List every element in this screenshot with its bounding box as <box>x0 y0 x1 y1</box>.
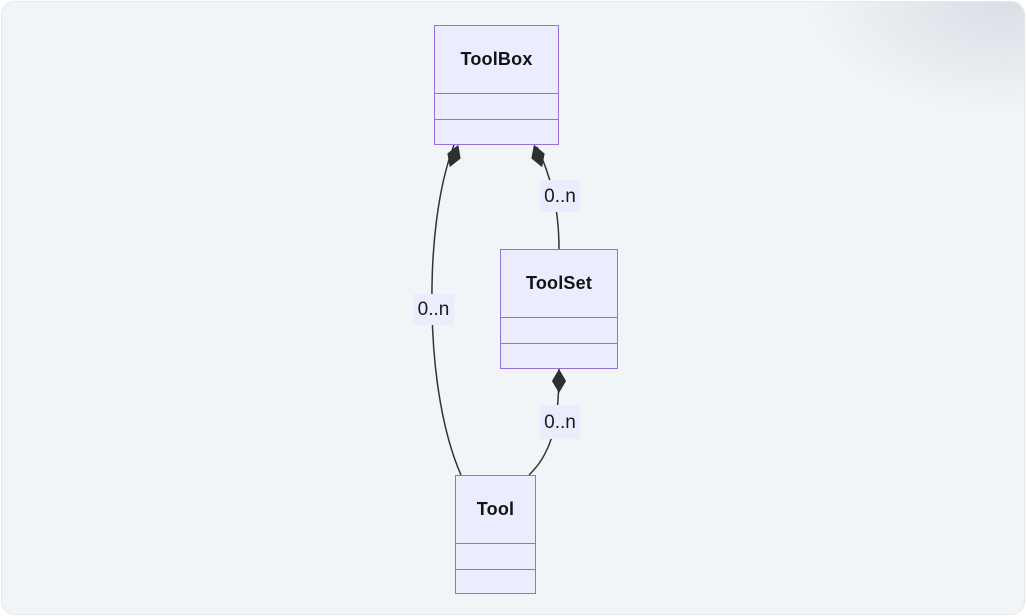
class-title: Tool <box>476 499 515 519</box>
class-node-tool: Tool <box>455 475 536 594</box>
multiplicity-label-toolset-tool: 0..n <box>540 405 580 439</box>
class-title: ToolBox <box>460 49 533 69</box>
multiplicity-label-toolbox-toolset: 0..n <box>540 180 580 212</box>
methods-compartment <box>501 343 617 368</box>
composition-diamond-toolbox-toolset <box>531 144 545 168</box>
class-node-toolbox: ToolBox <box>434 25 559 145</box>
composition-diamond-toolbox-tool <box>447 144 461 168</box>
composition-diamond-toolset-tool <box>551 369 567 393</box>
class-node-toolset: ToolSet <box>500 249 618 369</box>
multiplicity-label-toolbox-tool: 0..n <box>413 294 454 325</box>
attributes-compartment <box>456 543 535 569</box>
attributes-compartment <box>435 93 558 119</box>
attributes-compartment <box>501 317 617 343</box>
class-title: ToolSet <box>525 273 593 293</box>
methods-compartment <box>456 569 535 593</box>
methods-compartment <box>435 119 558 144</box>
